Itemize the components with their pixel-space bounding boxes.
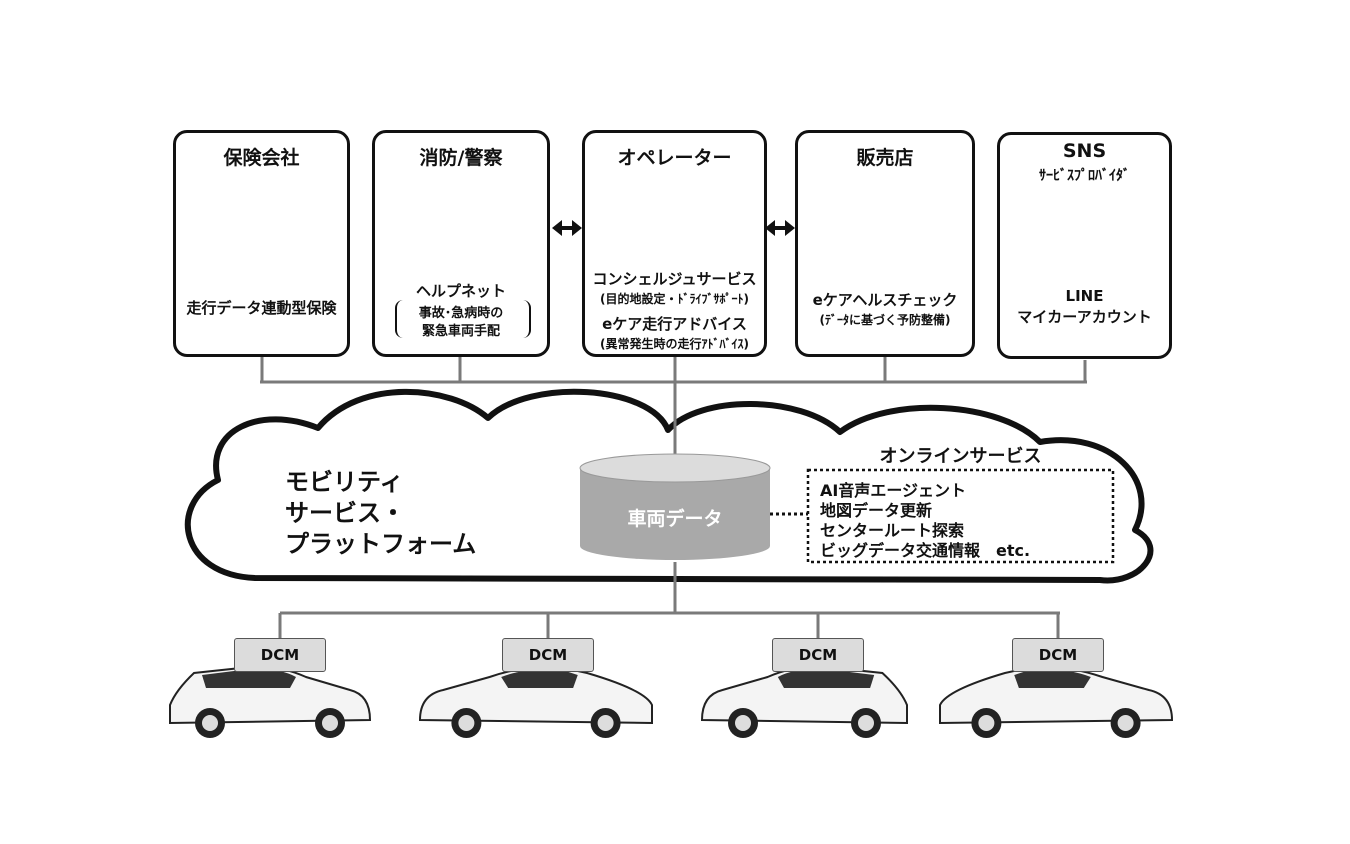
double-arrow-icon <box>552 220 582 236</box>
car-hub <box>858 715 874 731</box>
car-icon <box>418 665 653 738</box>
online-service-item: AI音声エージェント <box>820 481 967 500</box>
platform-label-line: プラットフォーム <box>285 530 477 558</box>
dcm-module: DCM <box>1012 638 1104 672</box>
partner-title: 販売店 <box>856 147 914 169</box>
partner-box-dealer <box>795 130 975 357</box>
partner-line: eケア走行アドバイス <box>602 315 747 333</box>
double-arrow-icon <box>765 220 795 236</box>
car-window <box>202 668 296 688</box>
database-cylinder <box>579 453 771 560</box>
car-window <box>501 668 578 688</box>
platform-label-line: モビリティ <box>285 468 404 496</box>
dcm-module: DCM <box>502 638 594 672</box>
partner-title: SNS <box>1062 140 1107 162</box>
car-window <box>1014 668 1091 688</box>
partner-line: (ﾃﾞｰﾀに基づく予防整備) <box>819 313 951 327</box>
bottom-bus-lines <box>278 562 1060 638</box>
partner-line: コンシェルジュサービス <box>592 270 757 288</box>
car-hub <box>458 715 475 731</box>
car-hub <box>978 715 995 731</box>
partner-subtitle: ｻｰﾋﾞｽﾌﾟﾛﾊﾞｲﾀﾞ <box>1039 168 1130 184</box>
partner-box-sns <box>997 132 1172 359</box>
online-service-item: センタールート探索 <box>820 521 965 540</box>
platform-label-line: サービス・ <box>285 499 405 527</box>
partner-title: 消防/警察 <box>419 147 503 169</box>
dcm-module: DCM <box>234 638 326 672</box>
car-hub <box>597 715 614 731</box>
partner-box-operator <box>582 130 767 357</box>
car-hub <box>322 715 338 731</box>
partner-title: オペレーター <box>617 147 732 169</box>
online-service-item: 地図データ更新 <box>820 501 933 520</box>
partner-line: (目的地設定・ﾄﾞﾗｲﾌﾞｻﾎﾟｰﾄ) <box>600 292 749 306</box>
car-hub <box>202 715 218 731</box>
partner-title: 保険会社 <box>223 147 300 169</box>
dcm-module: DCM <box>772 638 864 672</box>
partner-line: eケアヘルスチェック <box>812 291 958 309</box>
online-service-item: ビッグデータ交通情報 etc. <box>820 541 1031 560</box>
online-services-box <box>806 468 1115 564</box>
partner-line: 走行データ連動型保険 <box>186 299 337 317</box>
database-label: 車両データ <box>627 508 723 530</box>
partner-bracket-line: 緊急車両手配 <box>421 324 500 339</box>
partner-line: マイカーアカウント <box>1017 308 1152 326</box>
top-bus-lines <box>260 357 1087 470</box>
car-icon <box>939 665 1174 738</box>
vehicle-group <box>169 665 1174 738</box>
partner-box-insurance <box>173 130 350 357</box>
online-services-title: オンラインサービス <box>879 446 1042 467</box>
partner-bracket-line: 事故･急病時の <box>418 306 504 321</box>
partner-line: LINE <box>1065 287 1104 305</box>
car-icon <box>700 665 908 738</box>
car-hub <box>1117 715 1134 731</box>
bracket-frame <box>395 300 531 338</box>
partner-line: (異常発生時の走行ｱﾄﾞﾊﾞｲｽ) <box>600 337 749 351</box>
car-icon <box>169 665 372 738</box>
partner-box-fire-police <box>372 130 550 357</box>
partner-line: ヘルプネット <box>415 282 506 300</box>
car-window <box>777 668 875 688</box>
car-hub <box>735 715 751 731</box>
